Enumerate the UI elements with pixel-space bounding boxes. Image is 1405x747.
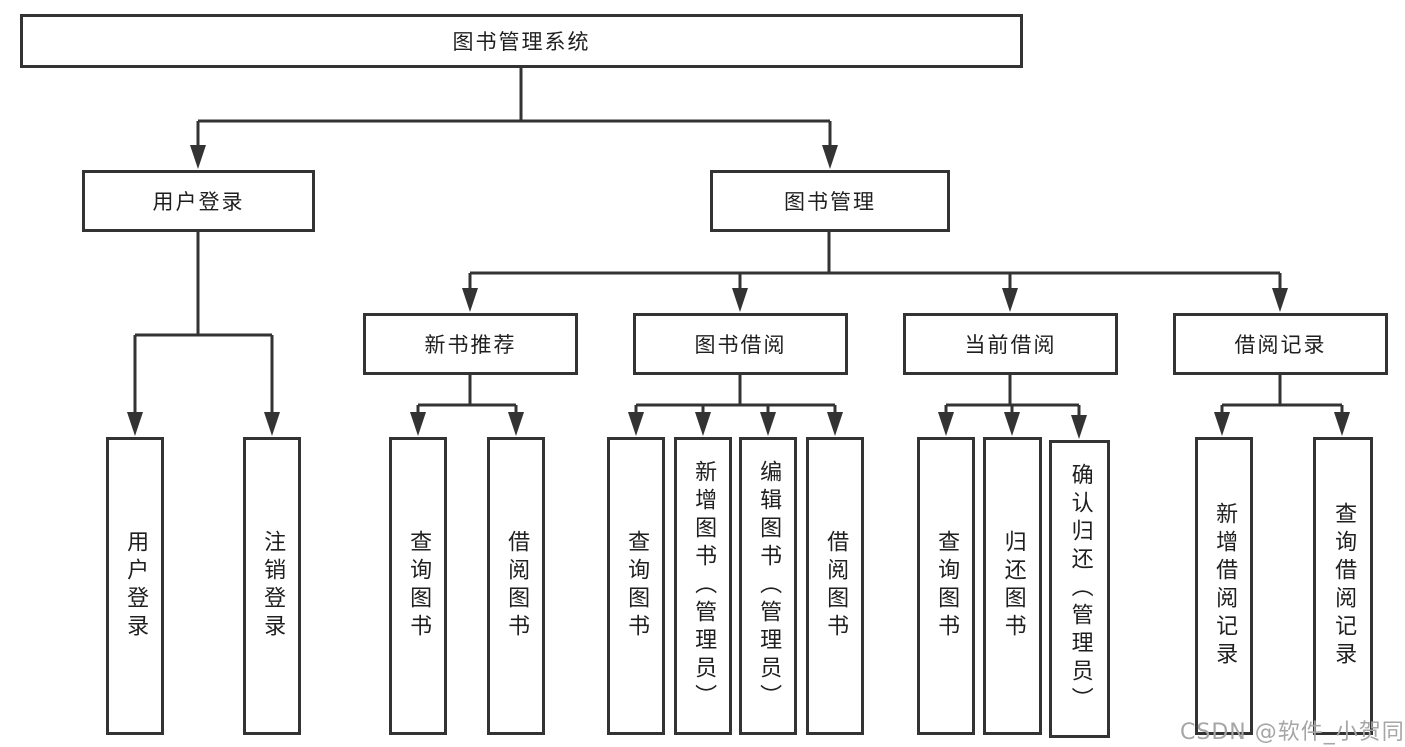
leaf-borrow-books-recommend-label: 借阅图书 [504,530,530,642]
node-new-book-recommend-label: 新书推荐 [424,333,517,357]
node-borrow-records: 借阅记录 [1173,313,1388,375]
leaf-return-book-label: 归还图书 [1000,530,1026,642]
leaf-confirm-return-admin: 确认归还（管理员） [1049,440,1110,738]
leaf-query-books-current-label: 查询图书 [934,530,960,642]
leaf-query-books-borrow-label: 查询图书 [624,530,650,642]
leaf-query-books-current: 查询图书 [917,437,975,735]
leaf-query-books-borrow: 查询图书 [607,437,665,735]
leaf-confirm-return-admin-label: 确认归还（管理员） [1067,463,1093,715]
leaf-edit-book-admin: 编辑图书（管理员） [739,437,797,735]
node-current-borrow: 当前借阅 [903,313,1118,375]
node-book-management-label: 图书管理 [784,190,876,214]
node-current-borrow-label: 当前借阅 [964,333,1057,357]
node-book-management: 图书管理 [710,170,950,232]
leaf-user-login-label: 用户登录 [123,530,149,642]
node-book-borrow: 图书借阅 [633,313,848,375]
leaf-add-book-admin: 新增图书（管理员） [674,437,732,735]
leaf-logout-label: 注销登录 [260,530,286,642]
leaf-add-book-admin-label: 新增图书（管理员） [691,460,717,712]
leaf-logout: 注销登录 [243,437,301,735]
node-root-label: 图书管理系统 [452,30,591,54]
node-book-borrow-label: 图书借阅 [694,333,787,357]
leaf-query-borrow-record-label: 查询借阅记录 [1331,502,1357,670]
branch-book-management [462,232,1288,312]
node-user-login-label: 用户登录 [152,190,245,214]
node-new-book-recommend: 新书推荐 [363,313,578,375]
branch-current-borrow [938,375,1087,439]
leaf-user-login: 用户登录 [106,437,164,735]
node-borrow-records-label: 借阅记录 [1234,333,1327,357]
node-user-login: 用户登录 [82,170,315,232]
leaf-return-book: 归还图书 [983,437,1042,735]
leaf-borrow-books-recommend: 借阅图书 [487,437,545,735]
leaf-query-books-recommend-label: 查询图书 [406,530,432,642]
leaf-add-borrow-record-label: 新增借阅记录 [1212,502,1238,670]
node-root: 图书管理系统 [20,14,1023,68]
leaf-add-borrow-record: 新增借阅记录 [1195,437,1253,735]
leaf-query-borrow-record: 查询借阅记录 [1313,437,1373,735]
leaf-query-books-recommend: 查询图书 [389,437,447,735]
leaf-borrow-books-borrow: 借阅图书 [806,437,864,735]
branch-book-borrow [628,375,843,436]
leaf-edit-book-admin-label: 编辑图书（管理员） [756,460,782,712]
branch-borrow-records [1214,375,1350,436]
branch-new-book-recommend [410,375,524,436]
csdn-watermark: CSDN @软件_小贺同学 [1180,720,1405,745]
branch-user-login [127,232,280,436]
leaf-borrow-books-borrow-label: 借阅图书 [823,530,849,642]
branch-root [190,68,838,169]
